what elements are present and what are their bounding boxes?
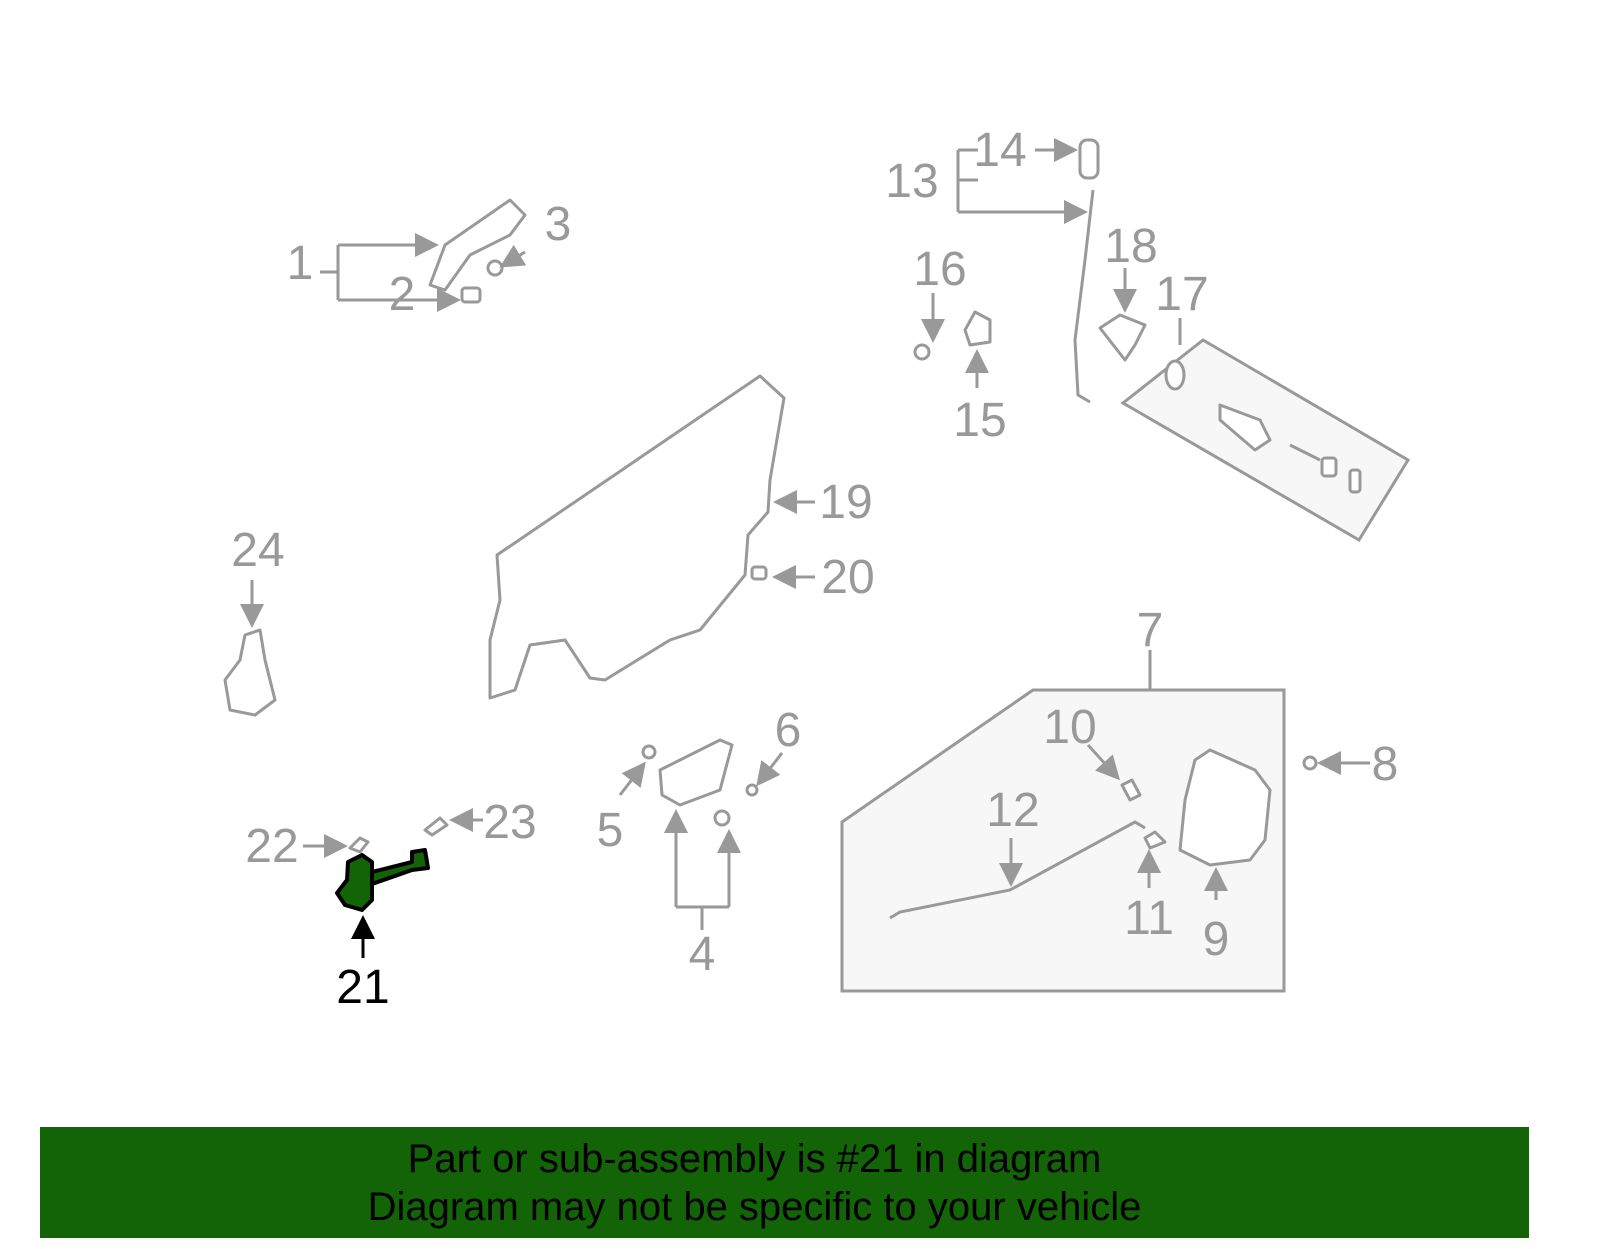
banner-line-1: Part or sub-assembly is #21 in diagram bbox=[407, 1137, 1102, 1181]
callout-6[interactable]: 6 bbox=[775, 704, 802, 757]
door-lock-actuator-part[interactable] bbox=[1178, 748, 1272, 867]
callout-12[interactable]: 12 bbox=[986, 784, 1039, 837]
callout-14[interactable]: 14 bbox=[973, 124, 1026, 177]
callout-21[interactable]: 21 bbox=[336, 961, 389, 1014]
callout-17[interactable]: 17 bbox=[1155, 268, 1208, 321]
callout-24[interactable]: 24 bbox=[231, 524, 284, 577]
callout-5[interactable]: 5 bbox=[597, 804, 624, 857]
callout-10[interactable]: 10 bbox=[1043, 701, 1096, 754]
callout-23[interactable]: 23 bbox=[483, 796, 536, 849]
callout-20[interactable]: 20 bbox=[821, 551, 874, 604]
callout-9[interactable]: 9 bbox=[1203, 913, 1230, 966]
callout-18[interactable]: 18 bbox=[1104, 220, 1157, 273]
callout-16[interactable]: 16 bbox=[913, 243, 966, 296]
latch-part-24[interactable] bbox=[223, 628, 277, 717]
callout-1[interactable]: 1 bbox=[287, 237, 314, 290]
assembly-box-7 bbox=[840, 688, 1286, 993]
info-banner: Part or sub-assembly is #21 in diagram D… bbox=[40, 1127, 1529, 1238]
callout-13[interactable]: 13 bbox=[885, 155, 938, 208]
banner-line-2: Diagram may not be specific to your vehi… bbox=[367, 1185, 1142, 1229]
door-check-part-21[interactable] bbox=[335, 848, 430, 912]
weatherstrip-part[interactable] bbox=[488, 374, 786, 700]
outer-handle-part[interactable] bbox=[428, 198, 527, 304]
callout-4[interactable]: 4 bbox=[689, 928, 716, 981]
callout-11[interactable]: 11 bbox=[1124, 892, 1174, 945]
callout-7[interactable]: 7 bbox=[1137, 604, 1164, 657]
inner-handle-part[interactable] bbox=[658, 738, 734, 807]
callout-15[interactable]: 15 bbox=[953, 394, 1006, 447]
callout-8[interactable]: 8 bbox=[1372, 738, 1399, 791]
callout-2[interactable]: 2 bbox=[389, 268, 416, 321]
callout-3[interactable]: 3 bbox=[545, 198, 572, 251]
callout-19[interactable]: 19 bbox=[819, 476, 872, 529]
callout-22[interactable]: 22 bbox=[245, 820, 298, 873]
